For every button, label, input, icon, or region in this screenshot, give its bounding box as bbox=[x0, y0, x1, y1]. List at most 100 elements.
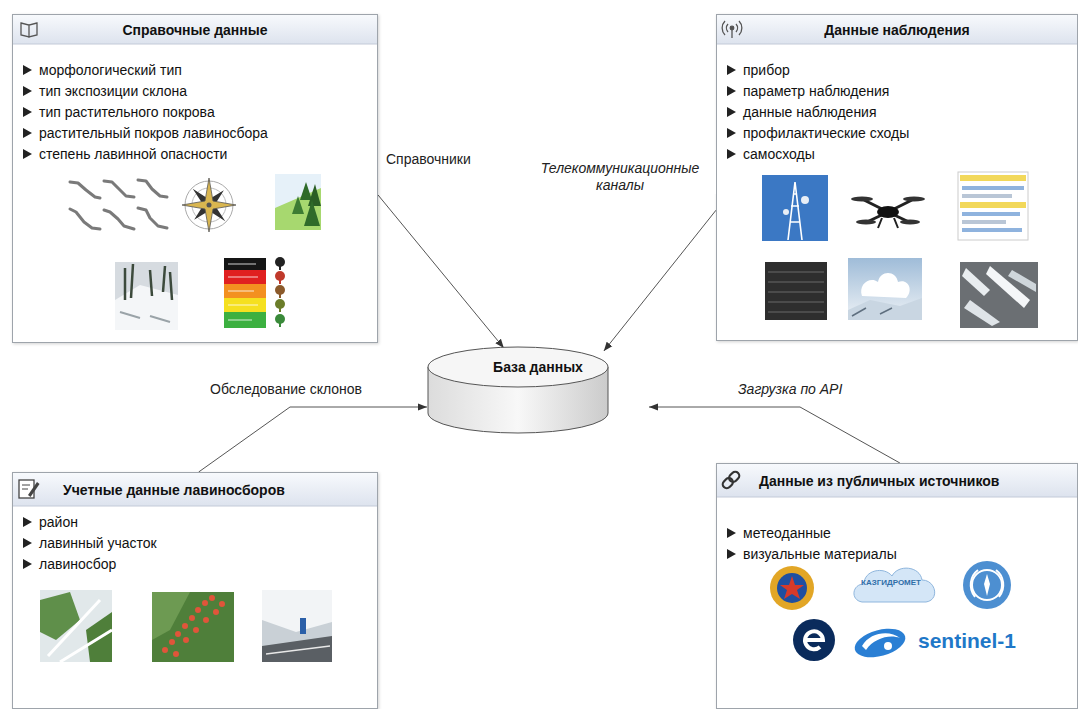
panel-box: Справочные данные морфологический тип тип … bbox=[12, 14, 378, 343]
rock-slope-photo bbox=[960, 262, 1038, 328]
slope-profile-icons bbox=[70, 209, 100, 229]
sentinel-logo bbox=[852, 624, 909, 663]
item-list: метеоданные визуальные материалы bbox=[717, 498, 1077, 564]
slope-profile-icons bbox=[138, 180, 167, 197]
connector-arrow bbox=[378, 195, 504, 348]
note-icon bbox=[22, 489, 28, 490]
list-item: тип растительного покрова bbox=[13, 101, 377, 122]
avalanche-map-picture bbox=[209, 595, 215, 601]
rock-slope-photo bbox=[960, 262, 1038, 328]
header-band bbox=[12, 472, 378, 506]
panel-heading: Справочные данные bbox=[122, 22, 267, 38]
drone-picture bbox=[878, 218, 898, 228]
item-list: районлавинный участоклавиносбор bbox=[13, 507, 377, 574]
bullet-marker bbox=[23, 149, 32, 159]
avalanche-map-picture bbox=[219, 601, 225, 607]
panel-box: Учетные данные лавиносборов районлавинный… bbox=[12, 472, 378, 709]
panel-header: Учетные данные лавиносборов bbox=[13, 473, 377, 507]
list-item: параметр наблюдения bbox=[717, 80, 1077, 101]
drone-picture bbox=[877, 206, 899, 218]
emergency-emblem bbox=[770, 566, 814, 610]
panel-box: Данные наблюденияприборпараметр наблюден… bbox=[716, 14, 1078, 341]
data-chart-picture bbox=[962, 186, 1024, 190]
list-item: визуальные материалы bbox=[717, 543, 1077, 564]
list-text: метеоданные bbox=[743, 525, 831, 541]
data-chart-picture bbox=[958, 172, 1028, 240]
danger-scale bbox=[275, 299, 285, 309]
bullet-marker bbox=[23, 517, 32, 527]
bullet-marker bbox=[727, 86, 736, 96]
drone-picture bbox=[851, 197, 925, 229]
list-item: профилактические сходы bbox=[717, 122, 1077, 143]
bullet-marker bbox=[23, 86, 32, 96]
bullet-marker bbox=[727, 107, 736, 117]
esa-logo bbox=[805, 631, 823, 649]
road-snow-photo bbox=[300, 618, 306, 634]
drone-picture bbox=[900, 220, 920, 225]
list-item: район bbox=[13, 511, 377, 532]
list-text: прибор bbox=[743, 62, 790, 78]
panel-heading: Учетные данные лавиносборов bbox=[63, 482, 285, 498]
danger-scale bbox=[279, 323, 281, 327]
list-item: метеоданные bbox=[717, 522, 1077, 543]
wmo-logo bbox=[984, 574, 990, 596]
snow-photo bbox=[115, 262, 178, 330]
list-text: тип экспозиции склона bbox=[39, 83, 187, 99]
header-band bbox=[12, 14, 1078, 506]
connector-label: Загрузка по API bbox=[736, 381, 844, 398]
antenna-icon bbox=[730, 26, 734, 30]
data-chart-picture bbox=[958, 172, 1028, 240]
avalanche-map-picture bbox=[152, 592, 234, 662]
road-snow-photo bbox=[262, 590, 332, 662]
compass-rose bbox=[182, 178, 236, 232]
header-band bbox=[716, 463, 1078, 497]
header-band bbox=[716, 497, 1078, 498]
forest-picture bbox=[275, 174, 321, 230]
header-band bbox=[716, 44, 1078, 45]
list-item: самосходы bbox=[717, 143, 1077, 164]
danger-scale bbox=[275, 271, 285, 281]
connector-label: Обследование склонов bbox=[208, 381, 364, 398]
wmo-logo bbox=[963, 561, 1011, 609]
road-snow-photo bbox=[262, 590, 332, 662]
drone-picture bbox=[856, 220, 876, 225]
bullet-marker bbox=[727, 528, 736, 538]
database-cylinder: База данных bbox=[427, 345, 649, 435]
list-item: морфологический тип bbox=[13, 59, 377, 80]
satellite-snow-picture bbox=[40, 590, 112, 662]
slope-profile-icons bbox=[138, 208, 167, 228]
connector-arrow bbox=[649, 407, 900, 463]
forest-picture bbox=[275, 174, 321, 230]
snow-photo bbox=[120, 312, 170, 322]
forest-picture bbox=[292, 196, 304, 214]
bullet-marker bbox=[727, 65, 736, 75]
danger-scale bbox=[275, 314, 285, 324]
avalanche-map-picture bbox=[213, 609, 219, 615]
list-item: растительный покров лавиносбора bbox=[13, 122, 377, 143]
list-text: профилактические сходы bbox=[743, 125, 909, 141]
satellite-snow-picture bbox=[40, 592, 80, 640]
rock-slope-photo bbox=[964, 300, 1000, 326]
avalanche-map-picture bbox=[183, 637, 189, 643]
kazhydromet-logo bbox=[854, 568, 935, 602]
data-chart-picture bbox=[962, 212, 1020, 216]
connector-label: Справочники bbox=[384, 151, 473, 168]
danger-scale bbox=[279, 280, 281, 284]
avalanche-photo bbox=[848, 258, 922, 320]
avalanche-photo bbox=[861, 273, 910, 298]
header-band bbox=[12, 44, 378, 45]
list-text: самосходы bbox=[743, 146, 815, 162]
avalanche-photo bbox=[848, 298, 922, 320]
avalanche-map-picture bbox=[203, 617, 209, 623]
list-text: район bbox=[39, 514, 78, 530]
rock-slope-photo bbox=[1008, 270, 1036, 292]
avalanche-map-picture bbox=[162, 595, 225, 657]
note-icon bbox=[19, 480, 40, 498]
tower-photo bbox=[762, 175, 828, 241]
bullet-marker bbox=[23, 65, 32, 75]
forest-picture bbox=[304, 200, 320, 226]
wmo-logo bbox=[963, 561, 1011, 609]
list-text: растительный покров лавиносбора bbox=[39, 125, 268, 141]
danger-scale bbox=[279, 266, 281, 270]
avalanche-map-picture bbox=[169, 639, 175, 645]
